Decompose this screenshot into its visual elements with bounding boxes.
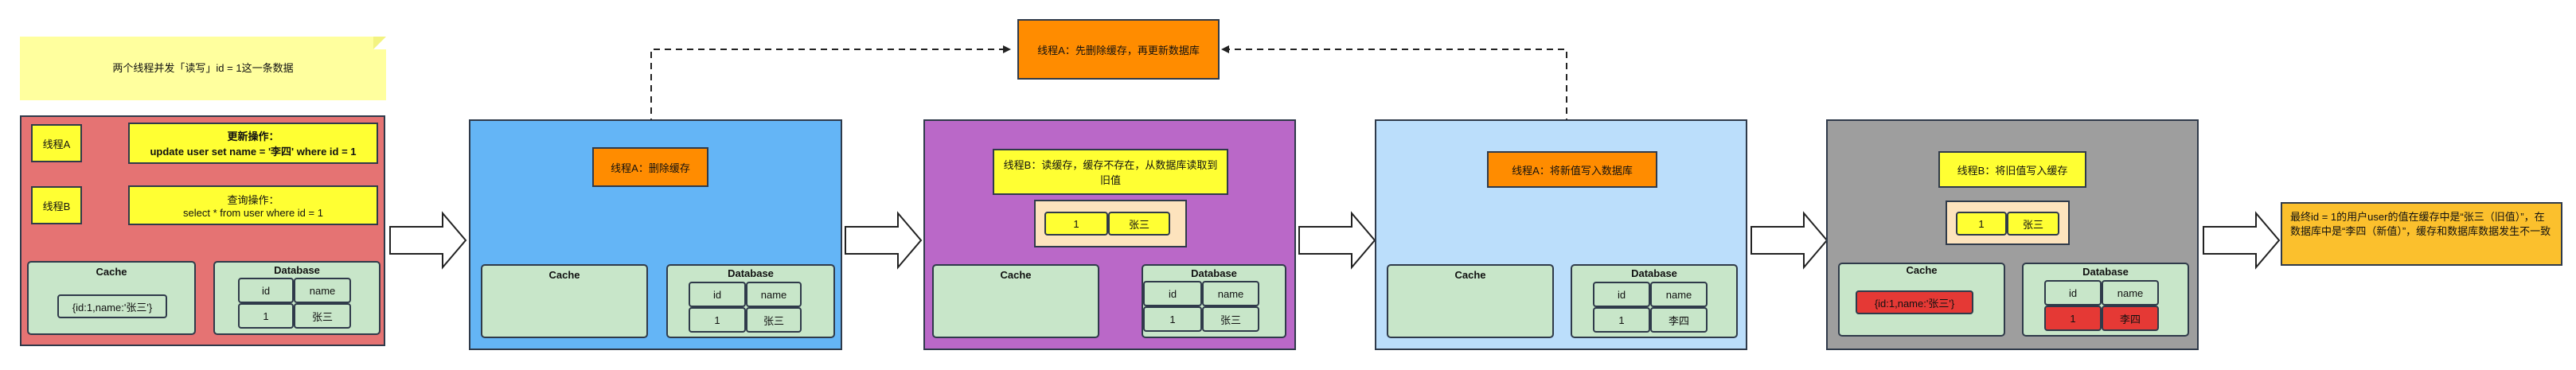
col-id: id: [1143, 281, 1202, 306]
step4-database: Database id name 1 李四: [2022, 263, 2189, 337]
read-id: 1: [1956, 212, 2007, 236]
row-name: 李四: [1650, 307, 1708, 333]
cache-title: Cache: [1454, 269, 1486, 281]
step2-read-value: 1 张三: [1034, 200, 1187, 247]
intro-cache: Cache {id:1,name:'张三'}: [27, 261, 196, 335]
database-title: Database: [274, 264, 320, 276]
step1-action-label: 线程A：删除缓存: [611, 162, 690, 174]
col-name: name: [2102, 280, 2159, 306]
step1-database: Database id name 1 张三: [666, 264, 835, 338]
intro-panel: 线程A 线程B 更新操作： update user set name = '李四…: [20, 115, 385, 346]
step4-action-box: 线程B：将旧值写入缓存: [1938, 151, 2086, 188]
col-id: id: [1593, 282, 1650, 307]
step4-cache: Cache {id:1,name:'张三'}: [1838, 263, 2005, 337]
step3-action-label: 线程A：将新值写入数据库: [1512, 164, 1633, 177]
col-name: name: [746, 282, 802, 307]
database-title: Database: [1631, 267, 1677, 279]
col-name: name: [1650, 282, 1708, 307]
read-id: 1: [1044, 212, 1108, 236]
read-name: 张三: [2007, 212, 2059, 236]
intro-database: Database id name 1 张三: [213, 261, 381, 335]
col-id: id: [689, 282, 746, 307]
query-op-box: 查询操作： select * from user where id = 1: [128, 185, 378, 225]
step2-panel: 线程B：读缓存，缓存不存在，从数据库读取到旧值 1 张三 Cache Datab…: [923, 119, 1296, 350]
update-op-title: 更新操作：: [227, 130, 279, 142]
query-op-title: 查询操作：: [227, 194, 279, 206]
row-id: 1: [2044, 306, 2102, 331]
col-id: id: [238, 278, 294, 303]
step2-action-box: 线程B：读缓存，缓存不存在，从数据库读取到旧值: [993, 149, 1228, 195]
step3-panel: 线程A：将新值写入数据库 Cache Database id name 1 李四: [1375, 119, 1747, 350]
row-id: 1: [689, 307, 746, 333]
flow-arrow-3: [1298, 211, 1376, 270]
step3-database: Database id name 1 李四: [1571, 264, 1738, 338]
col-name: name: [294, 278, 351, 303]
row-id: 1: [238, 303, 294, 329]
row-name: 张三: [746, 307, 802, 333]
top-action-label: 线程A：先删除缓存，再更新数据库: [1037, 44, 1200, 56]
col-id: id: [2044, 280, 2102, 306]
step1-action-box: 线程A：删除缓存: [592, 147, 708, 187]
cache-title: Cache: [1906, 264, 1938, 276]
thread-a-box: 线程A: [31, 124, 82, 162]
thread-b-label: 线程B: [42, 200, 71, 212]
result-text: 最终id = 1的用户user的值在缓存中是“张三（旧值）”，在数据库中是“李四…: [2290, 211, 2551, 237]
step4-read-value: 1 张三: [1946, 201, 2070, 245]
cache-title: Cache: [1000, 269, 1032, 281]
update-op-sql: update user set name = '李四' where id = 1: [150, 146, 357, 158]
row-id: 1: [1593, 307, 1650, 333]
step4-panel: 线程B：将旧值写入缓存 1 张三 Cache {id:1,name:'张三'} …: [1826, 119, 2199, 350]
step3-action-box: 线程A：将新值写入数据库: [1487, 151, 1657, 188]
step4-action-label: 线程B：将旧值写入缓存: [1957, 164, 2068, 177]
flow-arrow-5: [2203, 211, 2281, 270]
flow-arrow-4: [1751, 211, 1829, 270]
step1-panel: 线程A：删除缓存 Cache Database id name 1 张三: [469, 119, 842, 350]
cache-value: {id:1,name:'张三'}: [57, 294, 167, 318]
flow-arrow-1: [389, 211, 467, 270]
update-op-box: 更新操作： update user set name = '李四' where …: [128, 123, 378, 164]
note-text: 两个线程并发「读写」id = 1这一条数据: [112, 62, 294, 75]
step2-cache: Cache: [932, 264, 1099, 338]
row-name: 李四: [2102, 306, 2159, 331]
row-name: 张三: [1202, 306, 1259, 332]
database-title: Database: [728, 267, 774, 279]
cache-value: {id:1,name:'张三'}: [1856, 290, 1973, 314]
cache-title: Cache: [548, 269, 580, 281]
step1-cache: Cache: [481, 264, 648, 338]
row-id: 1: [1143, 306, 1202, 332]
result-box: 最终id = 1的用户user的值在缓存中是“张三（旧值）”，在数据库中是“李四…: [2281, 202, 2562, 266]
top-action-box: 线程A：先删除缓存，再更新数据库: [1017, 19, 1220, 80]
row-name: 张三: [294, 303, 351, 329]
read-name: 张三: [1108, 212, 1170, 236]
thread-b-box: 线程B: [31, 186, 82, 224]
step2-database: Database id name 1 张三: [1142, 264, 1286, 338]
step2-action-label: 线程B：读缓存，缓存不存在，从数据库读取到旧值: [1003, 159, 1218, 186]
sticky-note: 两个线程并发「读写」id = 1这一条数据: [20, 37, 386, 100]
col-name: name: [1202, 281, 1259, 306]
step3-cache: Cache: [1387, 264, 1554, 338]
database-title: Database: [2082, 266, 2129, 278]
cache-title: Cache: [96, 266, 127, 278]
database-title: Database: [1191, 267, 1237, 279]
thread-a-label: 线程A: [42, 138, 71, 150]
query-op-sql: select * from user where id = 1: [183, 207, 323, 219]
flow-arrow-2: [845, 211, 923, 270]
